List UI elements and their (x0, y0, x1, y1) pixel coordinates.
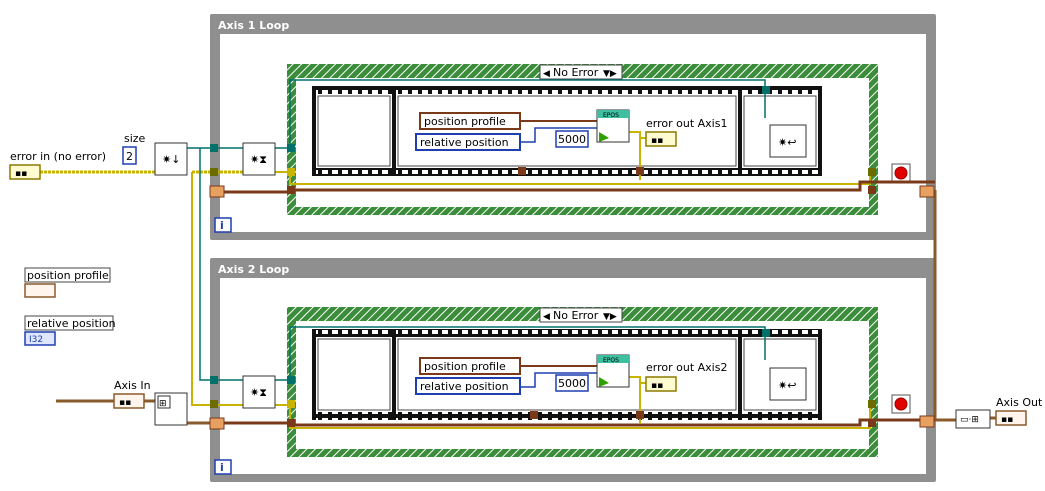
sequence-filmstrip-bottom (312, 168, 822, 176)
relative-position-property-axis1[interactable]: relative position (415, 133, 521, 151)
stop-icon (894, 166, 908, 180)
position-profile-property-axis1[interactable]: position profile (419, 112, 521, 130)
size-control[interactable]: size 2 (122, 132, 146, 165)
axis-in-label: Axis In (114, 379, 151, 392)
iteration-label: i (220, 219, 224, 232)
axis-out-indicator[interactable]: Axis Out ▪▪ (995, 396, 1043, 426)
legend-relative-position-label: relative position (27, 317, 116, 330)
case-selector-axis1[interactable]: ◀ No Error ▼▶ (539, 64, 623, 80)
property-label: position profile (424, 360, 506, 373)
cluster-type-glyph: ▪▪ (651, 381, 663, 391)
shift-register-left (209, 417, 225, 430)
loop-title-axis1: Axis 1 Loop (218, 19, 289, 32)
tunnels (209, 86, 935, 430)
legend-position-profile: position profile (24, 267, 111, 298)
sequence-filmstrip-top (312, 86, 822, 94)
sequence-frame-1 (317, 95, 391, 167)
iteration-label: i (220, 461, 224, 474)
selector-dropdown-arrow[interactable]: ▼▶ (603, 312, 617, 322)
subvi-icon: ✷↩ (778, 136, 796, 149)
relative-position-property-axis2[interactable]: relative position (415, 377, 521, 395)
sequence-filmstrip-bottom (312, 412, 822, 420)
wait-subvi-axis2[interactable]: ✷⧗ (242, 375, 276, 409)
play-icon (599, 377, 609, 387)
iteration-terminal (214, 217, 232, 233)
property-label: relative position (420, 136, 509, 149)
constant-value: 5000 (558, 377, 586, 390)
init-array-subvi[interactable]: ✷↓ (154, 142, 188, 176)
subvi-icon: ✷⧗ (250, 153, 267, 166)
shift-register-right (919, 415, 935, 428)
stop-terminal-axis1[interactable] (891, 163, 911, 183)
stop-icon (894, 397, 908, 411)
iteration-terminal (214, 459, 232, 475)
selector-left-arrow[interactable]: ◀ (543, 69, 550, 79)
axis-in-unbundle-subvi[interactable]: ⊞ (154, 392, 188, 426)
error-out-label: error out Axis2 (646, 361, 727, 374)
error-out-label: error out Axis1 (646, 117, 727, 130)
error-out-axis1[interactable]: error out Axis1 ▪▪ (645, 117, 727, 147)
epos-label: EPOS (603, 357, 619, 364)
constant-5000-axis1[interactable]: 5000 (555, 130, 589, 148)
property-label: relative position (420, 380, 509, 393)
selector-left-arrow[interactable]: ◀ (543, 312, 550, 322)
constant-5000-axis2[interactable]: 5000 (555, 374, 589, 392)
case-selector-label: No Error (553, 66, 599, 79)
close-subvi-axis1[interactable]: ✷↩ (769, 124, 807, 158)
case-selector-label: No Error (553, 309, 599, 322)
array-icon: ⊞ (159, 399, 167, 409)
shift-register-right (919, 185, 935, 198)
close-subvi-axis2[interactable]: ✷↩ (769, 367, 807, 401)
subvi-icon: ✷⧗ (250, 386, 267, 399)
size-value: 2 (126, 150, 133, 163)
build-array-node[interactable]: ▭·⊞ (955, 409, 991, 429)
selector-dropdown-arrow[interactable]: ▼▶ (603, 69, 617, 79)
legend-relative-position: relative position I32 (24, 315, 116, 346)
constant-value: 5000 (558, 133, 586, 146)
subvi-icon: ✷↓ (162, 153, 180, 166)
case-selector-axis2[interactable]: ◀ No Error ▼▶ (539, 307, 623, 323)
error-in-control[interactable]: error in (no error) ▪▪ (9, 150, 106, 180)
loop-title-axis2: Axis 2 Loop (218, 263, 289, 276)
epos-move-vi-axis2[interactable]: EPOS (596, 354, 630, 388)
position-profile-property-axis2[interactable]: position profile (419, 357, 521, 375)
cluster-type-glyph: ▪▪ (15, 169, 27, 179)
axis-in-control[interactable]: Axis In ▪▪ (113, 379, 151, 409)
sequence-frame-1 (317, 338, 391, 411)
play-icon (599, 132, 609, 142)
i32-type-glyph: I32 (29, 335, 43, 345)
cluster-type-glyph: ▪▪ (1001, 415, 1013, 425)
shift-register-left (209, 185, 225, 198)
error-out-axis2[interactable]: error out Axis2 ▪▪ (645, 361, 727, 392)
sequence-filmstrip-top (312, 329, 822, 337)
cluster-type-glyph: ▪▪ (119, 398, 131, 408)
subvi-icon: ✷↩ (778, 379, 796, 392)
epos-move-vi-axis1[interactable]: EPOS (596, 109, 630, 143)
array-icon: ▭·⊞ (960, 415, 979, 425)
error-in-label: error in (no error) (10, 150, 106, 163)
legend-position-profile-label: position profile (27, 269, 109, 282)
epos-label: EPOS (603, 112, 619, 119)
cluster-type-glyph: ▪▪ (651, 136, 663, 146)
size-label: size (124, 132, 146, 145)
stop-terminal-axis2[interactable] (891, 394, 911, 414)
axis-out-label: Axis Out (996, 396, 1043, 409)
property-label: position profile (424, 115, 506, 128)
wait-subvi-axis1[interactable]: ✷⧗ (242, 142, 276, 176)
